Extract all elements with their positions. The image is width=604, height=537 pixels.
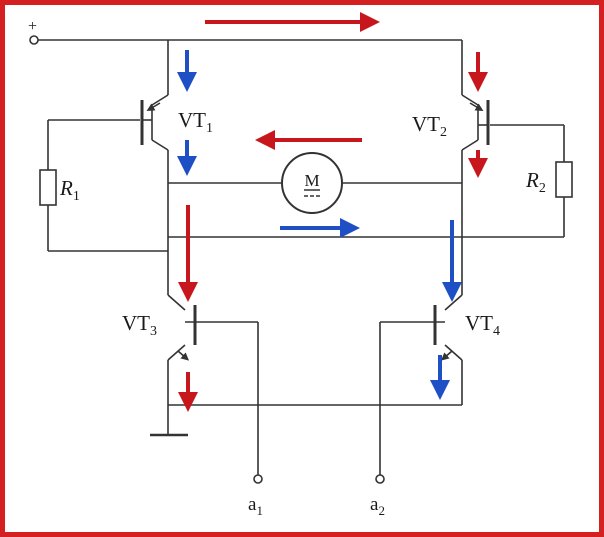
vt2-label: VT2 (412, 112, 447, 140)
wiring (34, 39, 565, 475)
r2-label: R2 (525, 168, 546, 196)
emitter-arrows (146, 102, 484, 361)
motor-symbol (281, 152, 343, 214)
supply-plus-label: + (28, 18, 37, 35)
terminal-a1 (253, 474, 263, 484)
vt4-label: VT4 (465, 311, 500, 339)
transistor-base-leads (142, 119, 488, 323)
resistor-r1 (39, 169, 57, 206)
terminal-a2 (375, 474, 385, 484)
vt3-label: VT3 (122, 311, 157, 339)
r1-label: R1 (59, 176, 80, 204)
red-current-arrows (178, 12, 488, 412)
blue-current-arrows (177, 50, 462, 400)
a2-label: a2 (370, 494, 385, 518)
motor-label: M (304, 171, 319, 190)
vt1-label: VT1 (178, 108, 213, 136)
resistor-r2 (555, 161, 573, 198)
a1-label: a1 (248, 494, 263, 518)
transistor-bases (140, 100, 490, 345)
supply-terminal (29, 35, 39, 45)
